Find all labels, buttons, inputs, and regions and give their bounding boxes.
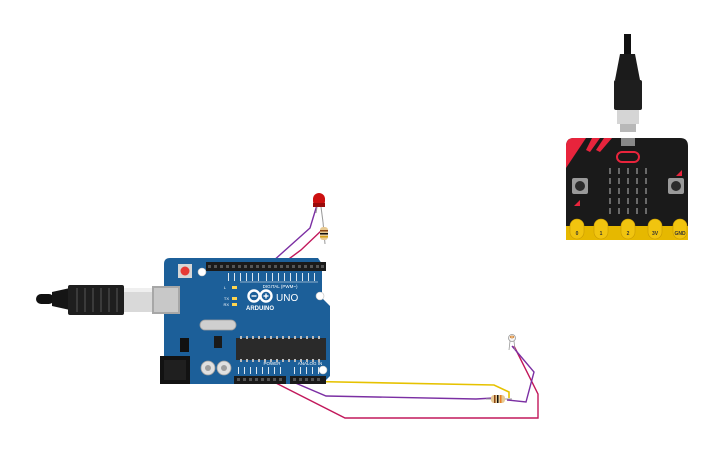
arduino-uno-board[interactable]: DIGITAL (PWM~) L TX RX ARDUINO UNO [152,258,330,384]
red-led-icon[interactable] [313,193,325,223]
wires [267,204,539,419]
crystal-oscillator [199,319,237,331]
microbit-usb-cable[interactable] [614,34,642,132]
microbit-pin-2[interactable] [620,218,636,240]
power-header[interactable] [234,376,286,384]
microbit-pin-label-gnd: GND [674,231,686,237]
power-label: POWER [263,361,281,366]
micro-usb-cable-icon [614,80,642,110]
microbit-pin-label-3v: 3V [652,231,659,237]
usb-b-cable-icon[interactable] [36,285,152,315]
led-label-tx: TX [224,296,229,301]
microbit-pin-label-0: 0 [576,231,579,237]
microbit-led-matrix [609,168,647,214]
button-a-marker-icon [574,200,580,206]
reset-button[interactable] [178,264,192,278]
microbit-pin-3v[interactable] [647,218,663,240]
wire-sensor-purple[interactable] [506,345,535,403]
wire-analog-yellow[interactable] [288,380,510,398]
arduino-brand-text: ARDUINO [246,306,274,312]
arduino-logo-icon [247,289,273,303]
digital-pwm-label: DIGITAL (PWM~) [263,284,298,289]
photoresistor-icon[interactable] [508,334,516,351]
capacitors [200,360,232,376]
led-label-rx: RX [223,302,229,307]
microbit-logo-icon [616,151,640,163]
resistor-bottom-icon[interactable] [486,395,512,403]
arduino-model-text: UNO [276,293,298,304]
wire-led-purple[interactable] [271,204,318,263]
status-leds: L TX RX [223,285,237,307]
led-label-l: L [224,285,227,290]
resistor-icon[interactable] [320,221,328,245]
microbit-pin-label-1: 1 [600,231,603,237]
microbit-board[interactable]: 0 1 2 3V GND [566,138,688,240]
microbit-pin-gnd[interactable] [672,218,688,240]
microbit-pin-1[interactable] [593,218,609,240]
wire-analog-purple[interactable] [285,378,495,400]
icsp-header [214,336,222,348]
wire-gnd-magenta[interactable] [267,345,539,419]
microbit-pin-0[interactable] [569,218,585,240]
atmega-chip [236,336,326,362]
microbit-pin-label-2: 2 [627,231,630,237]
analog-in-label: ANALOG IN [298,361,323,366]
microbit-button-b[interactable] [668,178,684,194]
button-b-marker-icon [676,170,682,176]
microbit-button-a[interactable] [572,178,588,194]
digital-header[interactable] [206,262,326,271]
